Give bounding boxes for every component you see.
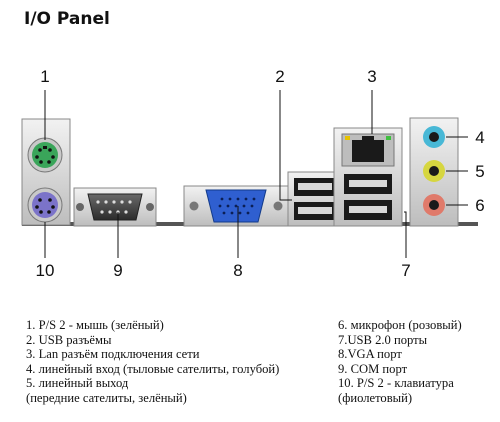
leader-2 xyxy=(279,90,292,201)
legend-item-1: 1. P/S 2 - мышь (зелёный) xyxy=(26,318,164,332)
legend-item-9: 9. COM порт xyxy=(338,361,408,376)
lan-usb-stack xyxy=(333,127,403,227)
callout-3: 3 xyxy=(367,67,376,86)
legend-item-10-cont: (фиолетовый) xyxy=(338,390,413,405)
callout-4: 4 xyxy=(475,128,484,147)
callout-7: 7 xyxy=(401,261,410,280)
callout-8: 8 xyxy=(233,261,242,280)
ps2-mouse-port xyxy=(27,137,63,173)
audio-jack-stack xyxy=(409,117,459,227)
leader-7 xyxy=(404,211,407,258)
mic-jack xyxy=(423,194,445,216)
legend-item-5-cont: (передние сателиты, зелёный) xyxy=(26,390,187,405)
line-in-jack xyxy=(423,126,445,148)
callout-2: 2 xyxy=(275,67,284,86)
callout-5: 5 xyxy=(475,162,484,181)
com-port xyxy=(73,187,157,227)
legend-left: 1. P/S 2 - мышь (зелёный) 2. USB разъёмы… xyxy=(26,318,279,406)
ps2-keyboard-port xyxy=(27,187,63,223)
legend-item-4: 4. линейный вход (тыловые сателиты, голу… xyxy=(26,361,280,376)
legend-item-7: 7.USB 2.0 порты xyxy=(338,332,428,347)
callout-1: 1 xyxy=(40,67,49,86)
legend-item-5: 5. линейный выход xyxy=(26,376,129,391)
legend-item-10: 10. P/S 2 - клавиатура xyxy=(338,376,454,391)
callout-10: 10 xyxy=(36,261,55,280)
legend-item-6: 6. микрофон (розовый) xyxy=(338,318,462,332)
vga-port xyxy=(183,185,289,227)
leader-lines xyxy=(44,90,468,258)
callout-6: 6 xyxy=(475,196,484,215)
page-title: I/O Panel xyxy=(24,9,110,29)
callout-9: 9 xyxy=(113,261,122,280)
legend-item-3: 3. Lan разъём подключения сети xyxy=(26,347,200,362)
usb2-ports xyxy=(344,174,392,220)
line-out-jack xyxy=(423,160,445,182)
legend-item-8: 8.VGA порт xyxy=(338,347,402,362)
lan-port xyxy=(341,133,395,167)
usb-ports-pair xyxy=(287,171,341,227)
legend-right: 6. микрофон (розовый) 7.USB 2.0 порты 8.… xyxy=(338,318,462,406)
legend-item-2: 2. USB разъёмы xyxy=(26,332,112,347)
